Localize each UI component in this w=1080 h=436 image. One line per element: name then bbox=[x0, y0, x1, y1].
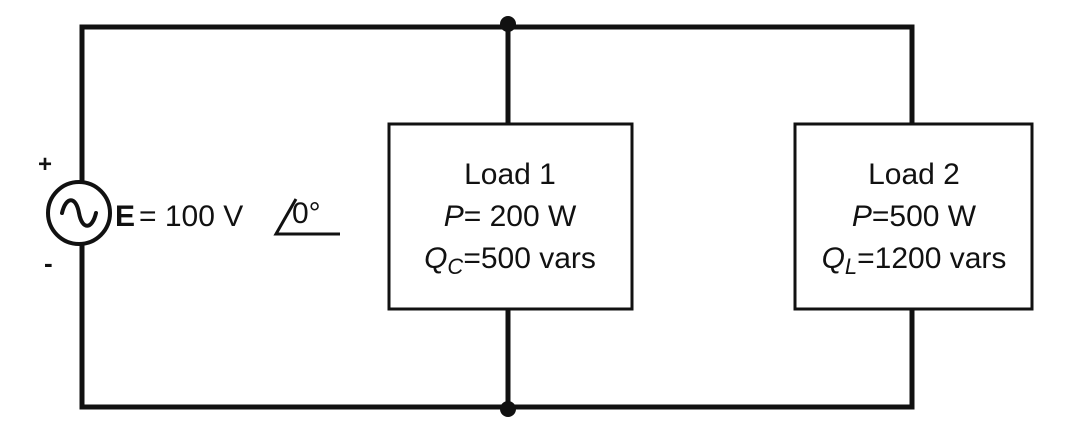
load-2-reactive-symbol: Q bbox=[822, 242, 845, 275]
load-1-reactive-symbol: Q bbox=[424, 242, 447, 275]
ac-source: + - bbox=[38, 151, 112, 278]
load-1-power: P= 200 W bbox=[444, 200, 577, 233]
load-2-power: P=500 W bbox=[852, 200, 977, 233]
load-1-power-value-text: = 200 W bbox=[464, 200, 577, 233]
load-1-reactive: QC=500 vars bbox=[424, 242, 596, 279]
sine-wave-icon bbox=[60, 198, 98, 228]
load-2-reactive: QL=1200 vars bbox=[822, 242, 1007, 279]
plus-terminal-label: + bbox=[38, 151, 52, 178]
wires bbox=[79, 24, 915, 410]
load-2-box bbox=[793, 122, 1034, 311]
load-1-power-symbol: P bbox=[444, 200, 464, 233]
load-2-power-value: =500 W bbox=[872, 200, 977, 233]
load-2: Load 2 P=500 W QL=1200 vars bbox=[793, 122, 1034, 311]
angle-symbol-icon bbox=[273, 198, 340, 236]
load-1: Load 1 P= 200 W QC=500 vars bbox=[387, 122, 634, 311]
voltage-value: = 100 V bbox=[139, 200, 243, 233]
voltage-angle: 0° bbox=[292, 197, 321, 230]
load-1-reactive-value: =500 vars bbox=[463, 242, 596, 275]
load-1-reactive-subscript: C bbox=[447, 254, 463, 279]
bottom-junction-dot bbox=[500, 401, 516, 417]
source-voltage-label: E = 100 V 0° bbox=[115, 197, 340, 236]
top-junction-dot bbox=[500, 16, 516, 32]
load-2-reactive-subscript: L bbox=[845, 254, 857, 279]
load-2-power-symbol: P bbox=[852, 200, 872, 233]
voltage-symbol: E bbox=[115, 200, 135, 233]
load-2-title: Load 2 bbox=[868, 158, 960, 191]
load-2-reactive-value: =1200 vars bbox=[857, 242, 1006, 275]
load-1-title: Load 1 bbox=[464, 158, 556, 191]
minus-terminal-label: - bbox=[44, 248, 53, 278]
load-1-box bbox=[387, 122, 634, 311]
